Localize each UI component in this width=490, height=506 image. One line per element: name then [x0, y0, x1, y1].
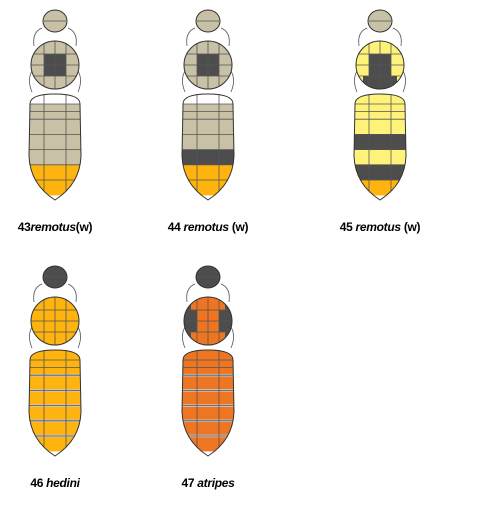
abdomen-segment-2 — [173, 375, 243, 390]
antenna-right — [221, 28, 229, 46]
abdomen-segment-4 — [173, 406, 243, 421]
thorax — [173, 296, 243, 348]
caste-label: (w) — [76, 220, 92, 234]
bee-diagram-43 — [20, 6, 90, 216]
species-name: remotus — [184, 220, 229, 234]
specimen-number: 46 — [30, 476, 43, 490]
abdomen — [20, 348, 90, 456]
thorax — [345, 40, 415, 92]
specimen-number: 43 — [18, 220, 31, 234]
abdomen-segment-2 — [345, 119, 415, 134]
species-name: hedini — [46, 476, 80, 490]
antenna-left — [34, 28, 42, 46]
specimen-43: 43remotus(w) — [0, 6, 110, 234]
abdomen-segment-6 — [173, 436, 243, 451]
thorax — [173, 40, 243, 92]
caste-label: (w) — [232, 220, 248, 234]
specimen-47: 47 atripes — [153, 262, 263, 490]
bee-diagram-46 — [20, 262, 90, 472]
bee-diagram-47 — [173, 262, 243, 472]
abdomen-segment-6 — [173, 180, 243, 195]
abdomen-segment-3 — [20, 134, 90, 149]
specimen-45: 45 remotus (w) — [325, 6, 435, 234]
abdomen-segment-2 — [173, 119, 243, 134]
species-name: remotus — [31, 220, 76, 234]
antenna-left — [187, 284, 195, 302]
thorax — [20, 296, 90, 348]
specimen-46: 46 hedini — [0, 262, 110, 490]
specimen-number: 44 — [168, 220, 181, 234]
species-name: atripes — [197, 476, 234, 490]
antenna-right — [68, 284, 76, 302]
specimen-number: 47 — [181, 476, 194, 490]
antenna-left — [187, 28, 195, 46]
specimen-number: 45 — [340, 220, 353, 234]
abdomen-segment-3 — [20, 390, 90, 405]
abdomen-segment-3 — [345, 134, 415, 149]
caption-45: 45 remotus (w) — [325, 220, 435, 234]
abdomen — [20, 92, 90, 200]
thorax — [20, 40, 90, 92]
abdomen-segment-6 — [20, 436, 90, 451]
caption-44: 44 remotus (w) — [153, 220, 263, 234]
abdomen-segment-4 — [173, 150, 243, 165]
abdomen-segment-6 — [345, 180, 415, 195]
abdomen-segment-2 — [20, 375, 90, 390]
caption-46: 46 hedini — [0, 476, 110, 490]
species-name: remotus — [356, 220, 401, 234]
abdomen — [173, 348, 243, 456]
antenna-left — [359, 28, 367, 46]
abdomen-segment-4 — [20, 406, 90, 421]
bee-diagram-45 — [345, 6, 415, 216]
specimen-44: 44 remotus (w) — [153, 6, 263, 234]
abdomen — [173, 92, 243, 200]
antenna-right — [68, 28, 76, 46]
antenna-right — [221, 284, 229, 302]
abdomen-segment-3 — [173, 134, 243, 149]
caption-43: 43remotus(w) — [0, 220, 110, 234]
abdomen-segment-3 — [173, 390, 243, 405]
antenna-right — [393, 28, 401, 46]
caption-47: 47 atripes — [153, 476, 263, 490]
abdomen-segment-2 — [20, 119, 90, 134]
abdomen-segment-6 — [20, 180, 90, 195]
antenna-left — [34, 284, 42, 302]
abdomen-segment-4 — [20, 150, 90, 165]
abdomen — [345, 92, 415, 200]
abdomen-segment-4 — [345, 150, 415, 165]
caste-label: (w) — [404, 220, 420, 234]
bee-diagram-44 — [173, 6, 243, 216]
